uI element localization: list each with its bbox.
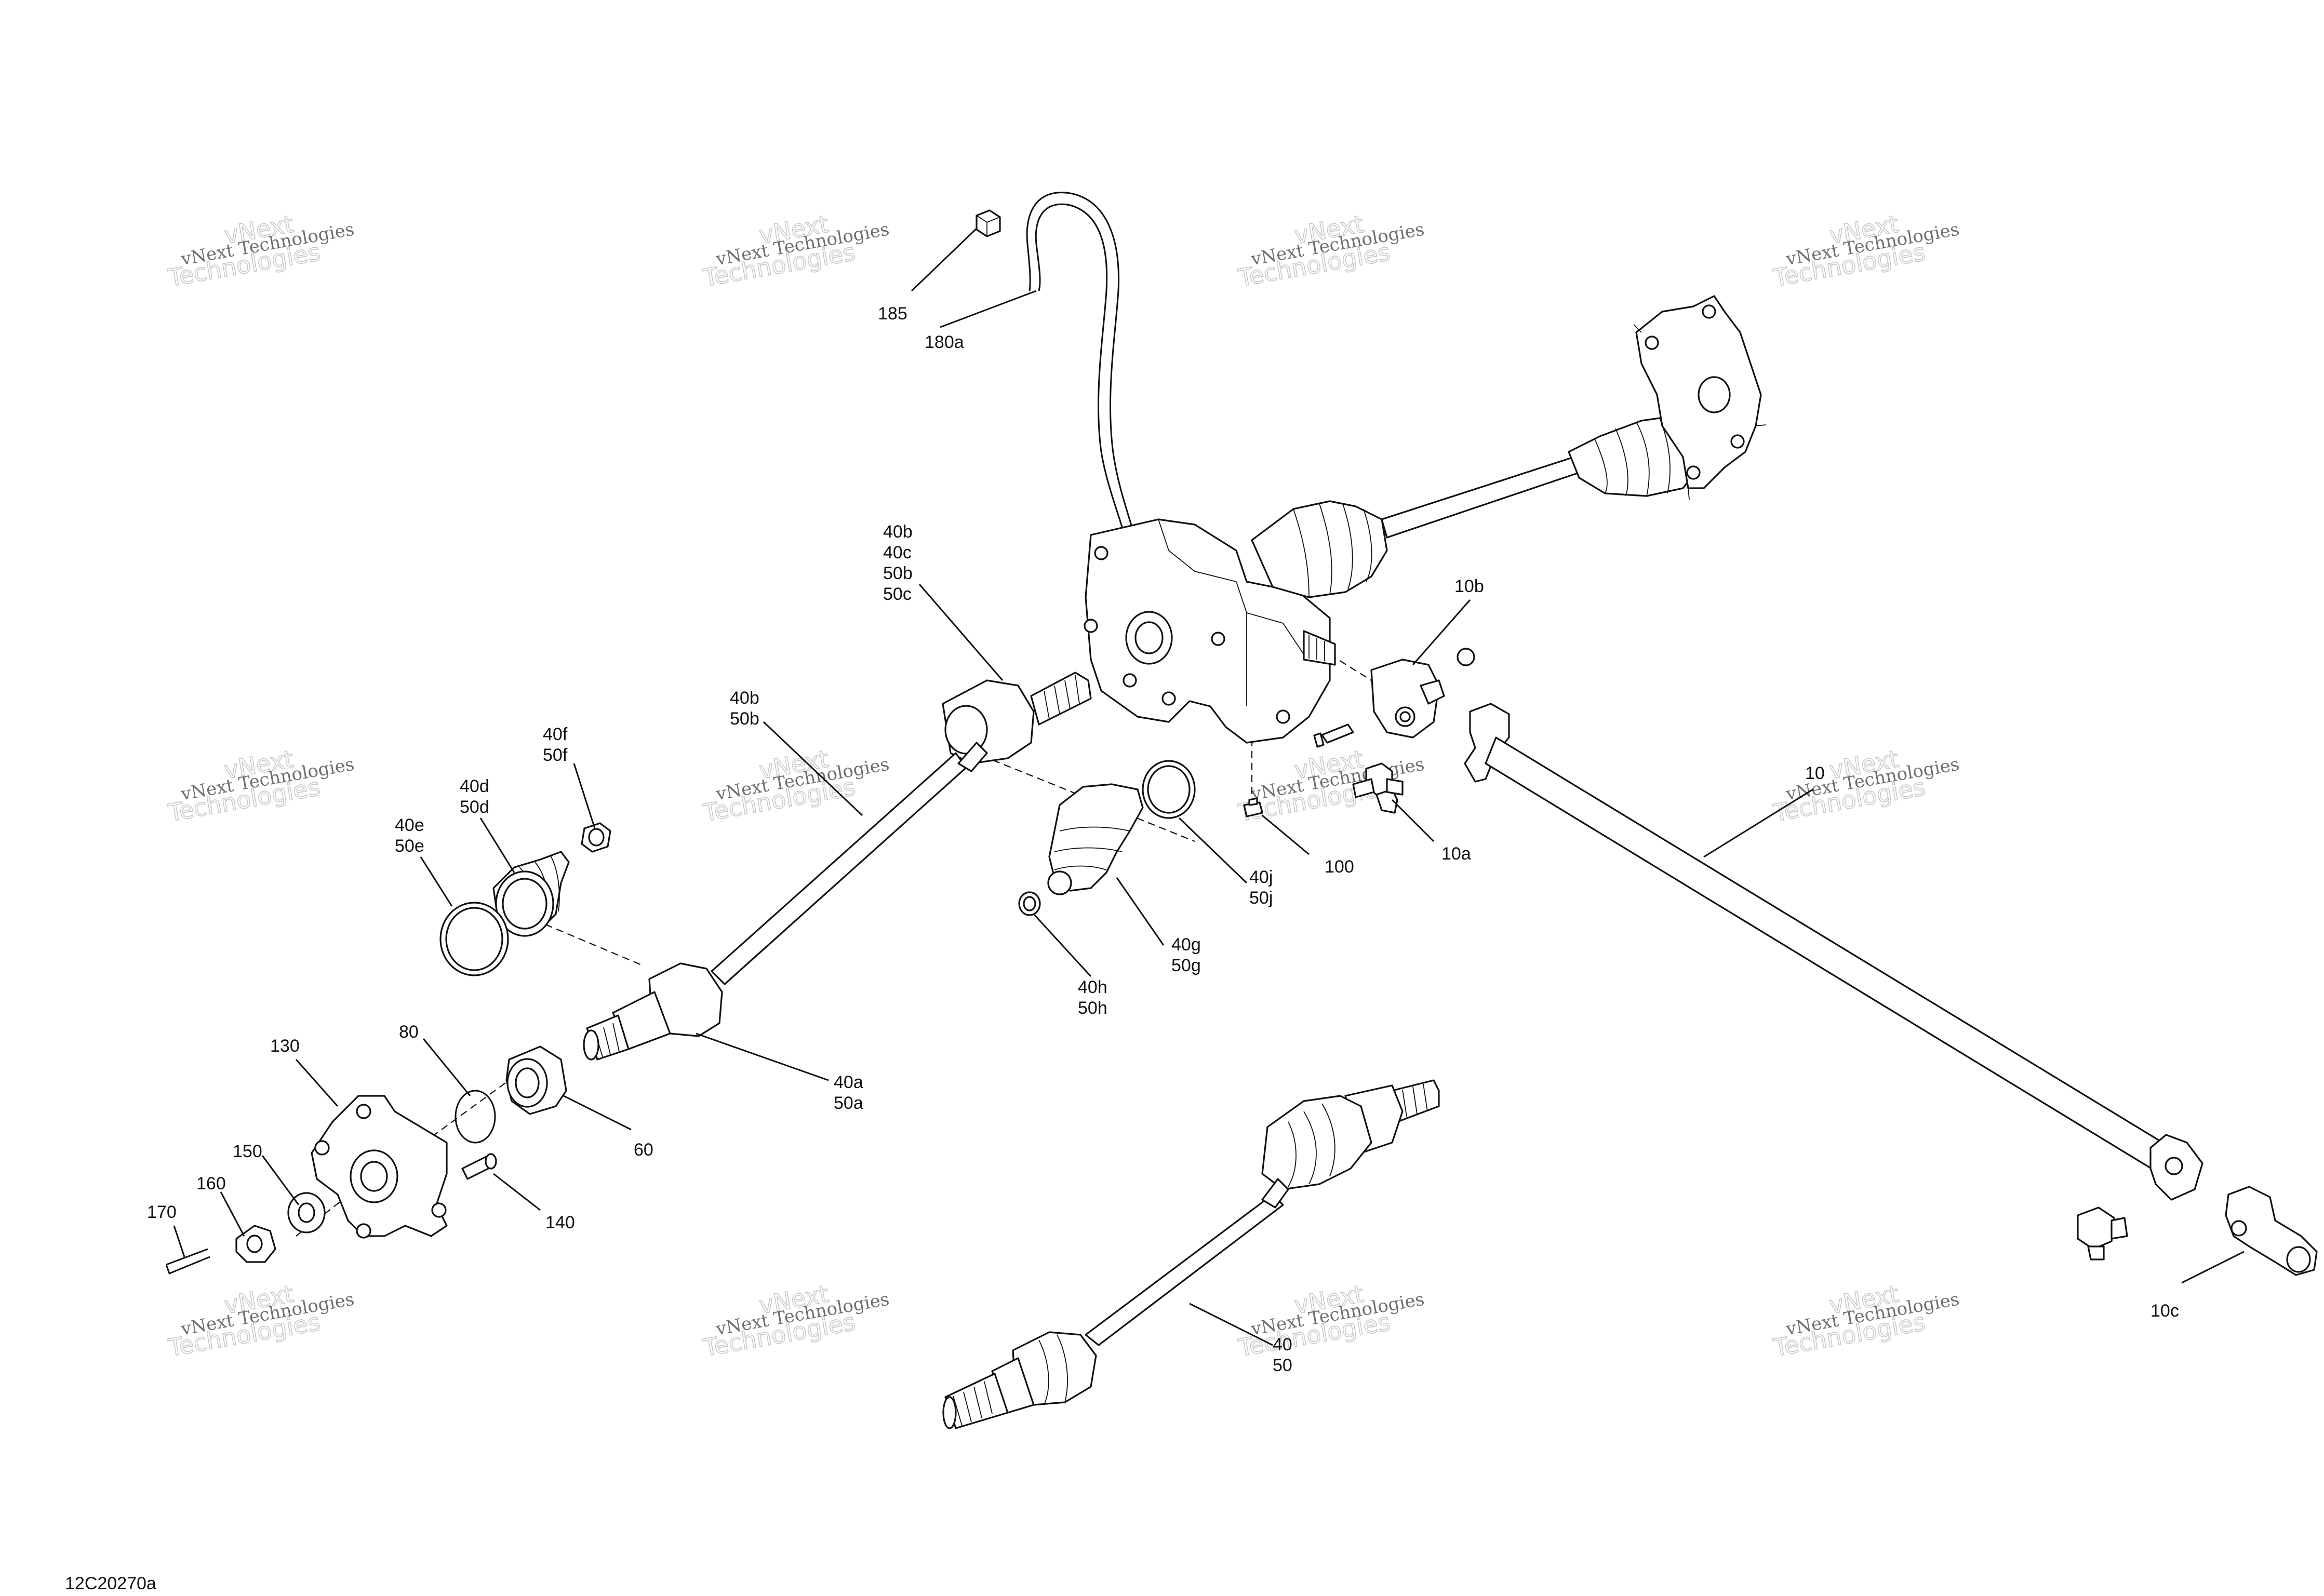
watermark: vNext Technologies vNext Technologies xyxy=(700,744,891,827)
complete-drive-shaft xyxy=(942,1079,1440,1429)
circlip xyxy=(455,1090,496,1144)
watermark: vNext Technologies vNext Technologies xyxy=(1770,744,1961,827)
callout-130: 130 xyxy=(270,1036,300,1056)
callout-50j: 50j xyxy=(1249,888,1273,908)
callout-150: 150 xyxy=(233,1142,262,1161)
wheel-stud xyxy=(461,1153,497,1180)
u-joint-cross-upper xyxy=(1352,762,1404,814)
callout-170: 170 xyxy=(147,1202,177,1222)
hose-clip xyxy=(976,209,1001,237)
callout-10b: 10b xyxy=(1454,576,1484,596)
rear-yoke xyxy=(2225,1186,2318,1276)
callout-40e: 40e xyxy=(395,815,424,835)
callout-40d: 40d xyxy=(460,776,489,796)
callout-50e: 50e xyxy=(395,836,424,856)
watermark: vNext Technologies vNext Technologies xyxy=(1235,209,1426,292)
watermark: vNext Technologies vNext Technologies xyxy=(165,209,356,292)
callout-40f: 40f xyxy=(543,725,568,744)
watermark: vNext Technologies vNext Technologies xyxy=(1770,1279,1961,1362)
watermark: vNext Technologies vNext Technologies xyxy=(165,744,356,827)
left-drive-shaft xyxy=(583,672,1092,1061)
callout-40g: 40g xyxy=(1171,935,1201,955)
callout-40b: 40b xyxy=(730,688,759,708)
wheel-bearing xyxy=(505,1045,567,1115)
watermark: vNext Technologies vNext Technologies xyxy=(1235,1279,1426,1362)
front-differential xyxy=(1084,518,1336,744)
cotter-pin xyxy=(165,1248,210,1275)
callout-40: 40 xyxy=(1273,1335,1292,1354)
breather-hose xyxy=(1026,192,1139,546)
watermark: vNext Technologies vNext Technologies xyxy=(700,209,891,292)
u-joint-cross-lower xyxy=(2077,1206,2128,1260)
drawing-code: 12C20270a xyxy=(65,1574,156,1593)
callout-10: 10 xyxy=(1805,763,1825,783)
bolt-100 xyxy=(1243,797,1263,817)
callout-50g: 50g xyxy=(1171,956,1201,975)
callout-160: 160 xyxy=(196,1174,226,1193)
callout-40h: 40h xyxy=(1078,977,1107,997)
callout-10c: 10c xyxy=(2151,1301,2179,1321)
callout-50b: 50b xyxy=(730,709,759,729)
callout-40c: 40c xyxy=(883,543,912,562)
outer-boot-assembly xyxy=(439,822,611,976)
callout-50a: 50a xyxy=(834,1093,863,1113)
callout-185: 185 xyxy=(878,304,907,324)
callout-50: 50 xyxy=(1273,1356,1292,1375)
wheel-hub xyxy=(311,1095,448,1239)
callout-50c: 50c xyxy=(883,584,912,604)
callout-40j: 40j xyxy=(1249,867,1273,887)
callout-80: 80 xyxy=(399,1022,419,1042)
front-yoke xyxy=(1313,648,1475,748)
callout-60: 60 xyxy=(634,1140,653,1160)
watermark: vNext Technologies vNext Technologies xyxy=(700,1279,891,1362)
propeller-shaft xyxy=(1464,703,2203,1201)
callout-50f: 50f xyxy=(543,745,568,765)
callout-40b: 40b xyxy=(883,522,913,542)
callout-labels: 185 180a 10b 40b 40c 50b 50c 40b 50b 40f… xyxy=(147,304,2179,1375)
watermark: vNext Technologies vNext Technologies xyxy=(1770,209,1961,292)
watermark: vNext Technologies vNext Technologies xyxy=(165,1279,356,1362)
callout-180a: 180a xyxy=(925,332,964,352)
callout-10a: 10a xyxy=(1441,844,1471,864)
castle-nut xyxy=(235,1225,276,1263)
callout-50h: 50h xyxy=(1078,998,1107,1018)
callout-100: 100 xyxy=(1325,857,1354,877)
callout-50b: 50b xyxy=(883,564,913,583)
right-drive-shaft xyxy=(1251,295,1767,598)
callout-140: 140 xyxy=(545,1213,575,1232)
leader-lines xyxy=(173,227,2245,1346)
inner-boot-assembly xyxy=(1018,760,1196,916)
callout-50d: 50d xyxy=(460,797,489,817)
callout-40a: 40a xyxy=(834,1072,863,1092)
